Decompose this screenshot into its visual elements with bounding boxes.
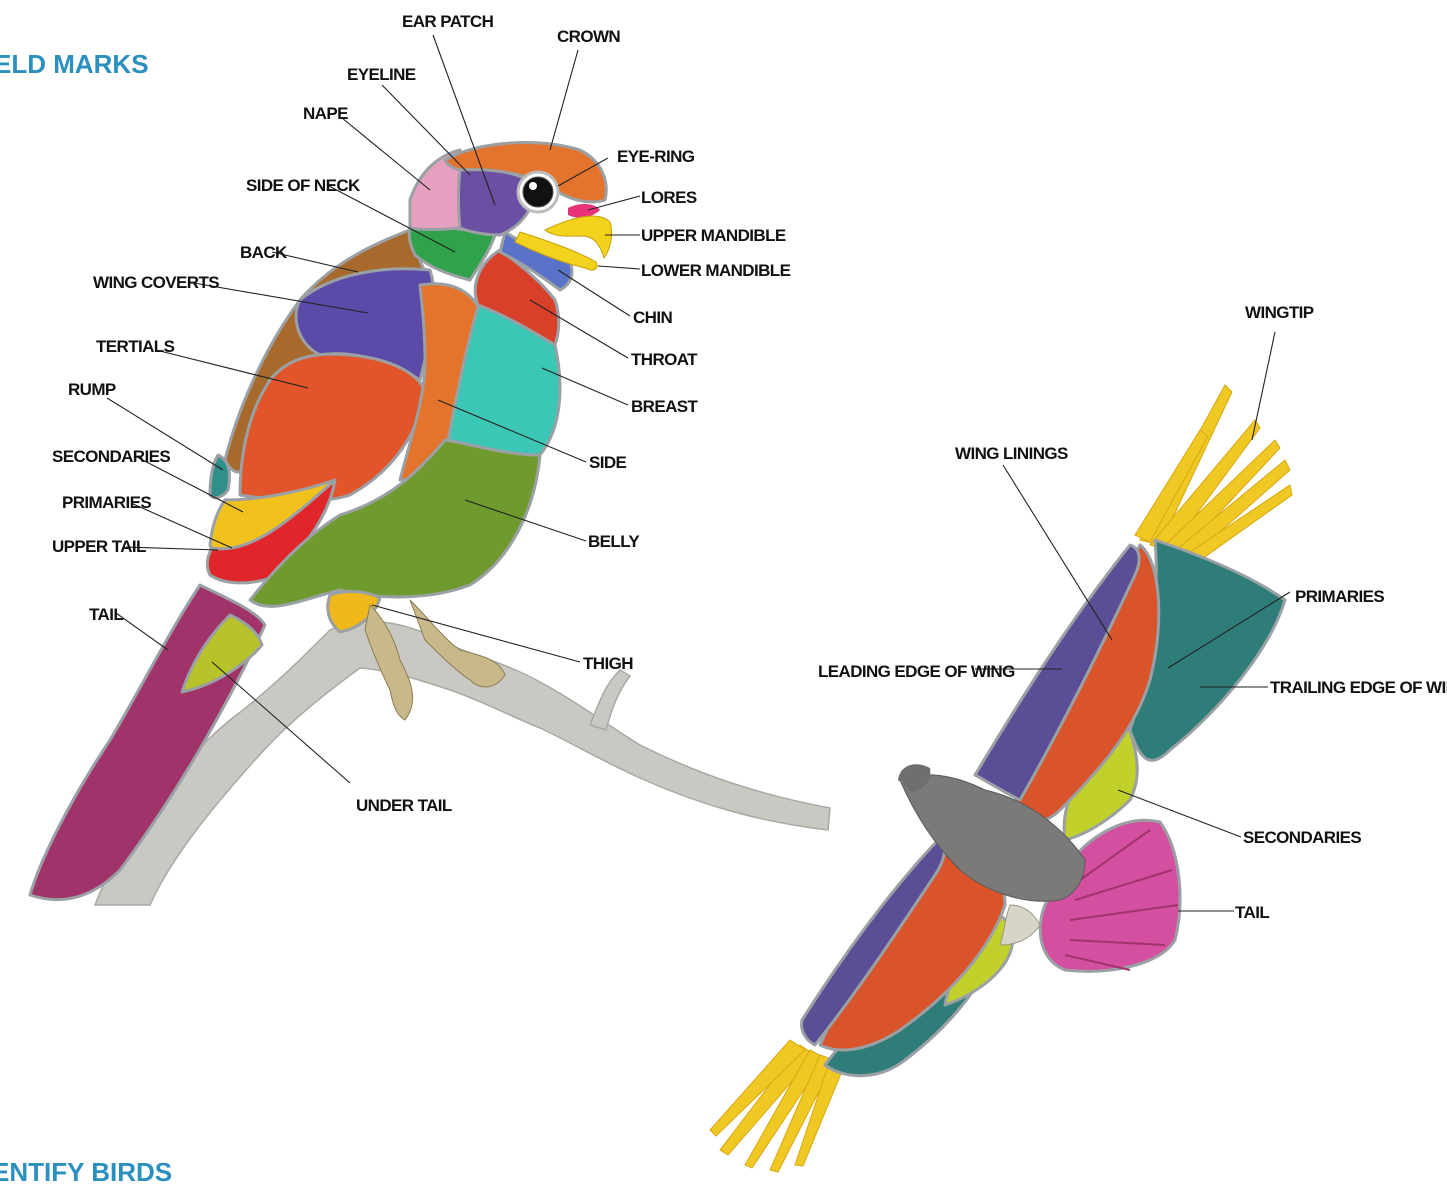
label-leading-edge-of-wing: LEADING EDGE OF WING [818,662,1015,681]
label-wingtip: WINGTIP [1245,303,1314,322]
branch-twig [590,670,630,730]
flying-bird-illustration [710,385,1292,1172]
rump-region [210,455,230,498]
label-crown: CROWN [557,27,620,46]
label-thigh: THIGH [583,654,633,673]
label-secondaries: SECONDARIES [52,447,170,466]
flying-feet [1000,905,1040,945]
eye-ring [523,177,553,207]
label-side: SIDE [589,453,627,472]
label-under-tail: UNDER TAIL [356,796,452,815]
label-side-of-neck: SIDE OF NECK [246,176,361,195]
label-trailing-edge-of-wing: TRAILING EDGE OF WING [1270,678,1447,697]
lower-wingtip-feathers [710,1040,845,1172]
label-flying-primaries: PRIMARIES [1295,587,1384,606]
label-eyeline: EYELINE [347,65,416,84]
eye-highlight [529,182,537,190]
label-lores: LORES [641,188,697,207]
upper-wingtip-feathers [1135,385,1292,566]
label-rump: RUMP [68,380,116,399]
label-flying-secondaries: SECONDARIES [1243,828,1361,847]
label-primaries: PRIMARIES [62,493,151,512]
label-lower-mandible: LOWER MANDIBLE [641,261,791,280]
label-upper-mandible: UPPER MANDIBLE [641,226,786,245]
label-upper-tail: UPPER TAIL [52,537,146,556]
label-belly: BELLY [588,532,640,551]
label-eye-ring: EYE-RING [617,147,695,166]
label-ear-patch: EAR PATCH [402,12,494,31]
label-back: BACK [240,243,288,262]
label-throat: THROAT [631,350,698,369]
perched-bird-illustration [30,143,830,905]
label-tail: TAIL [89,605,123,624]
label-chin: CHIN [633,308,672,327]
label-wing-coverts: WING COVERTS [93,273,219,292]
label-wing-linings: WING LININGS [955,444,1068,463]
label-tertials: TERTIALS [96,337,175,356]
label-flying-tail: TAIL [1235,903,1269,922]
label-breast: BREAST [631,397,699,416]
label-nape: NAPE [303,104,348,123]
